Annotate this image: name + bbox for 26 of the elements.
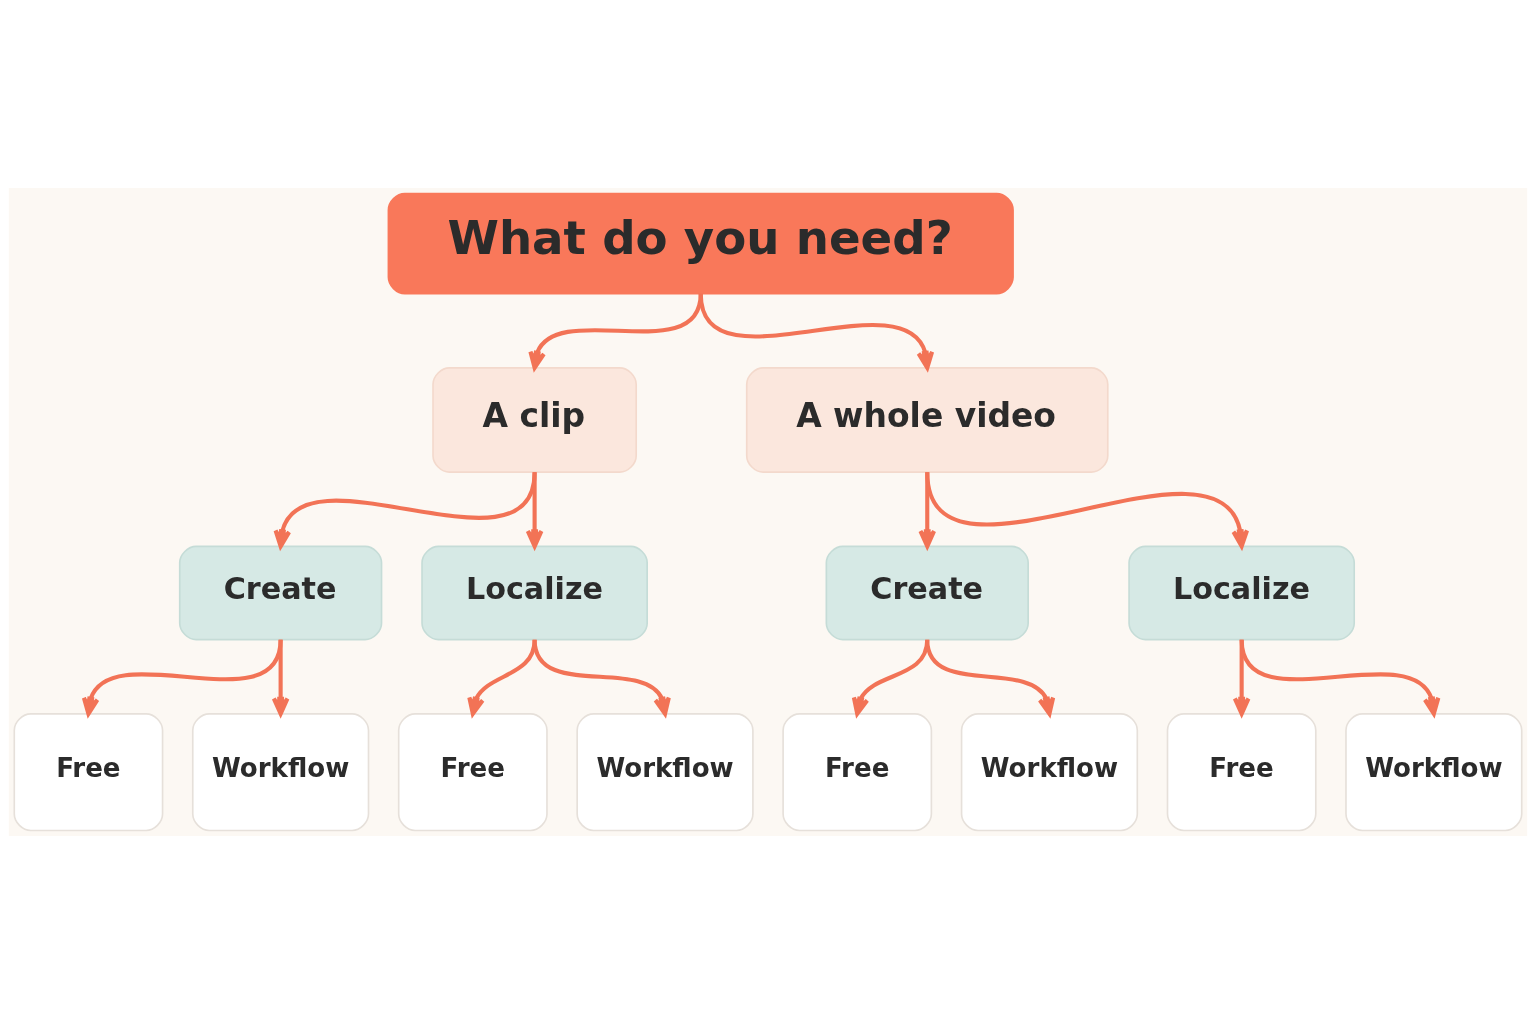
node-box: A clip bbox=[432, 367, 638, 473]
node-box: Create bbox=[825, 545, 1029, 641]
arrow bbox=[525, 472, 544, 549]
arrow bbox=[925, 471, 1250, 549]
node-box: Free bbox=[13, 713, 164, 832]
arrow bbox=[81, 639, 283, 716]
node-box: Workflow bbox=[960, 713, 1139, 832]
arrow bbox=[271, 639, 290, 716]
arrow bbox=[698, 293, 935, 370]
arrow bbox=[273, 471, 537, 549]
node-box: Workflow bbox=[1345, 713, 1523, 832]
node-box: Free bbox=[397, 713, 548, 832]
node-box: Workflow bbox=[576, 713, 754, 832]
arrow bbox=[528, 293, 703, 370]
node-box: Localize bbox=[1128, 545, 1356, 641]
node-box: Free bbox=[782, 713, 933, 832]
node-box: Workflow bbox=[191, 713, 370, 832]
arrow bbox=[925, 639, 1056, 716]
arrow bbox=[532, 639, 671, 716]
node-box: A whole video bbox=[745, 367, 1109, 473]
arrow bbox=[467, 639, 537, 716]
node-box: Free bbox=[1166, 713, 1317, 832]
node-box: What do you need? bbox=[387, 192, 1014, 295]
node-box: Localize bbox=[421, 545, 648, 641]
node-box: Create bbox=[178, 545, 383, 641]
arrow bbox=[1239, 639, 1441, 716]
